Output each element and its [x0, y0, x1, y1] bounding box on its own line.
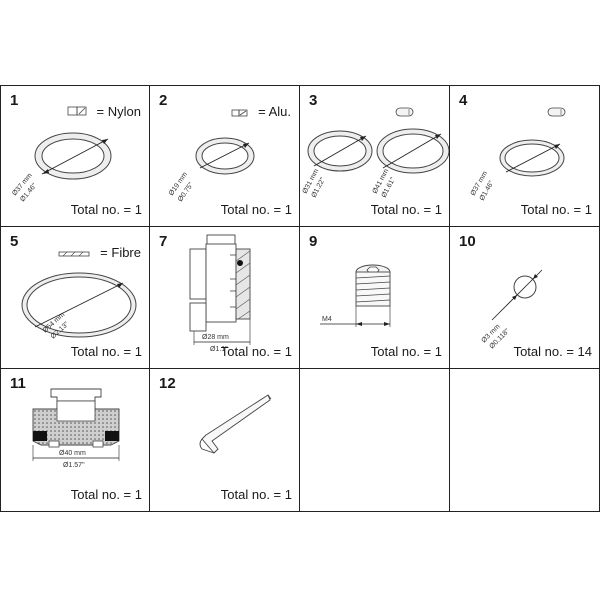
part-number: 12: [159, 375, 176, 392]
material-label: = Alu.: [258, 104, 291, 119]
part-number: 10: [459, 233, 476, 250]
part-number: 9: [309, 233, 318, 250]
dimension-label: Ø28 mm: [202, 334, 229, 341]
ring-gasket-icon: Ø54 mm Ø2.13": [21, 251, 137, 340]
ring-gasket-icon: Ø37 mm Ø1.46": [11, 106, 112, 203]
total-count: Total no. = 14: [513, 344, 592, 359]
ring-gasket-icon: Ø19 mm Ø0.75": [168, 109, 255, 203]
part-number: 4: [459, 92, 468, 109]
total-count: Total no. = 1: [70, 344, 142, 359]
part-cell-2: 2 = Alu. Ø19 mm Ø0.75" Total no. = 1: [150, 85, 300, 227]
part-number: 2: [159, 92, 168, 109]
material-label: = Nylon: [96, 104, 141, 119]
part-number: 1: [10, 92, 19, 109]
part-cell-3: 3 Ø31 mm Ø1.22" Ø41 mm Ø1.61" Total no. …: [300, 85, 450, 227]
total-count: Total no. = 1: [220, 487, 292, 502]
empty-cell: [300, 369, 450, 512]
part-cell-1: 1 = Nylon Ø37 mm Ø1.46" Total no. = 1: [0, 85, 150, 227]
o-ring-icon: Ø31 mm Ø1.22" Ø41 mm Ø1.61": [302, 107, 449, 199]
o-ring-icon: Ø37 mm Ø1.46": [470, 107, 566, 202]
total-count: Total no. = 1: [370, 202, 442, 217]
seal-section-icon: Ø40 mm Ø1.57": [32, 388, 120, 469]
empty-cell: [450, 369, 600, 512]
part-cell-12: 12 Total no. = 1: [150, 369, 300, 512]
spare-parts-grid: 1 = Nylon Ø37 mm Ø1.46" Total no. = 1 2 …: [0, 85, 600, 516]
set-screw-icon: M4: [320, 264, 391, 327]
part-cell-4: 4 Ø37 mm Ø1.46" Total no. = 1: [450, 85, 600, 227]
ball-icon: Ø3 mm Ø0.118": [480, 269, 543, 350]
total-count: Total no. = 1: [70, 202, 142, 217]
hex-key-icon: [199, 394, 272, 454]
part-number: 7: [159, 233, 168, 250]
total-count: Total no. = 1: [220, 344, 292, 359]
total-count: Total no. = 1: [370, 344, 442, 359]
part-cell-5: 5 = Fibre Ø54 mm Ø2.13" Total no. = 1: [0, 227, 150, 369]
material-label: = Fibre: [100, 245, 141, 260]
part-cell-9: 9 M4 Total no. = 1: [300, 227, 450, 369]
part-cell-10: 10 Ø3 mm Ø0.118" Total no. = 14: [450, 227, 600, 369]
dimension-label: M4: [322, 316, 332, 323]
part-cell-7: 7 Ø28 mm Ø1.1" Total no. = 1: [150, 227, 300, 369]
total-count: Total no. = 1: [520, 202, 592, 217]
part-number: 11: [10, 375, 26, 392]
total-count: Total no. = 1: [70, 487, 142, 502]
part-cell-11: 11 Ø40 mm Ø1.57" Total no. = 1: [0, 369, 150, 512]
total-count: Total no. = 1: [220, 202, 292, 217]
dimension-label: Ø1.1": [210, 346, 228, 353]
part-number: 3: [309, 92, 318, 109]
part-number: 5: [10, 233, 19, 250]
valve-insert-icon: Ø28 mm Ø1.1": [189, 234, 251, 353]
dimension-label: Ø1.57": [63, 462, 85, 469]
dimension-label: Ø40 mm: [59, 450, 86, 457]
